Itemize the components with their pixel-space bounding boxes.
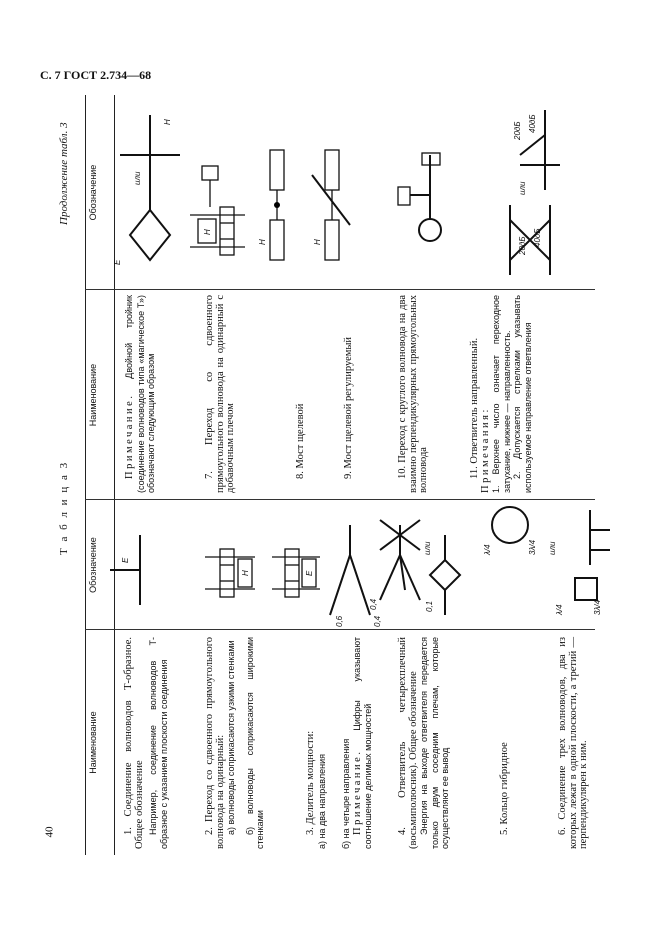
page-header: С. 7 ГОСТ 2.734—68 [40, 68, 152, 82]
svg-text:40дБ: 40дБ [528, 114, 537, 133]
svg-text:40дБ: 40дБ [533, 228, 542, 247]
t-junction-symbol: E [110, 535, 141, 605]
svg-text:или: или [133, 171, 142, 185]
slot-bridge-symbol: H [258, 149, 285, 261]
three-waveguide-junction-symbol [589, 510, 610, 565]
symbols-layer: E H E 0,6 0,4 0,4 0,1 или λ/4 3λ/4 [110, 110, 610, 627]
svg-text:20дБ: 20дБ [518, 236, 527, 256]
directional-coupler-symbol: 20дБ 40дБ или 20дБ 40дБ [509, 110, 560, 275]
svg-text:0,4: 0,4 [369, 598, 378, 610]
svg-text:H: H [241, 570, 250, 576]
transition-wide-symbol: E [272, 548, 320, 598]
svg-text:3λ/4: 3λ/4 [593, 599, 602, 615]
circular-to-rectangular-transition-symbol [397, 152, 442, 242]
power-divider-2-symbol: 0,6 0,4 [329, 525, 382, 627]
table-title: Т а б л и ц а 3 [58, 460, 70, 555]
svg-text:или: или [518, 181, 527, 195]
transition-with-arm-symbol: H [190, 165, 245, 256]
svg-text:E: E [113, 259, 122, 265]
svg-text:E: E [305, 570, 314, 576]
svg-text:H: H [313, 239, 322, 245]
svg-text:или: или [548, 541, 557, 555]
continuation-title: Продолжение табл. 3 [58, 122, 70, 225]
svg-text:0,1: 0,1 [425, 601, 434, 612]
svg-text:или: или [423, 541, 432, 555]
rotated-table-page: Т а б л и ц а 3 Продолжение табл. 3 Наим… [58, 95, 610, 855]
svg-text:H: H [163, 119, 172, 125]
transition-narrow-symbol: H [205, 548, 255, 598]
hybrid-ring-symbol: λ/4 3λ/4 λ/4 3λ/4 или [483, 506, 602, 616]
magic-tee-symbol: E H или [113, 115, 180, 265]
svg-text:λ/4: λ/4 [483, 544, 492, 556]
svg-text:H: H [258, 239, 267, 245]
svg-text:λ/4: λ/4 [555, 604, 564, 616]
svg-text:H: H [203, 229, 212, 235]
svg-text:0,6: 0,6 [335, 615, 344, 627]
page-number: 40 [43, 826, 56, 838]
quadrature-coupler-symbol: или [379, 519, 462, 615]
svg-text:20дБ: 20дБ [513, 121, 522, 141]
power-divider-4-symbol: 0,4 0,1 [369, 525, 434, 612]
svg-text:0,4: 0,4 [373, 615, 382, 627]
svg-text:3λ/4: 3λ/4 [528, 539, 537, 555]
svg-text:E: E [121, 557, 130, 563]
adjustable-slot-bridge-symbol: H [311, 149, 351, 261]
